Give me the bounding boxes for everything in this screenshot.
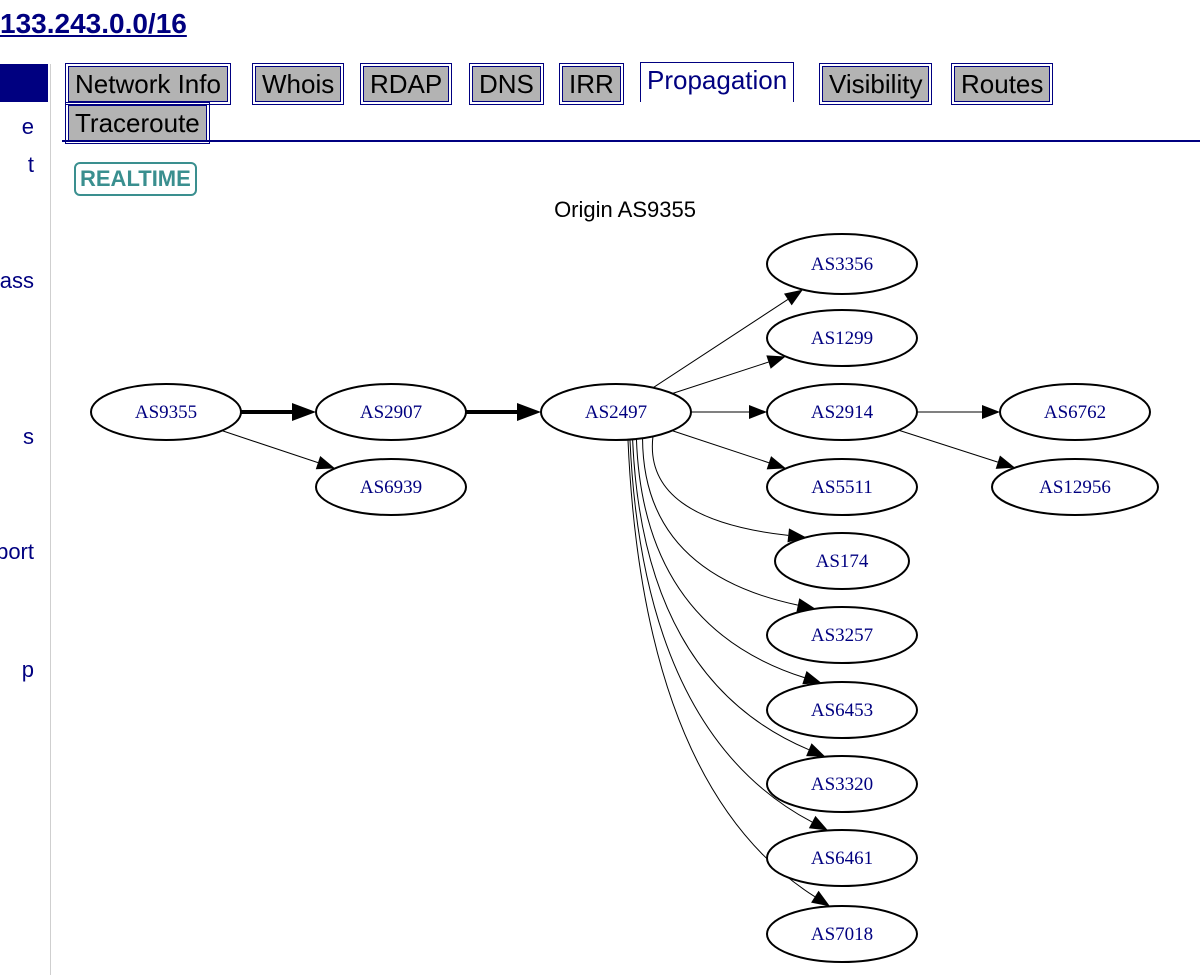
graph-edge: [651, 436, 789, 536]
graph-edge-arrowhead: [995, 455, 1015, 469]
graph-node-as12956[interactable]: AS12956: [991, 458, 1159, 516]
sidebar-item-fragment[interactable]: p: [21, 657, 34, 682]
sidebar: e t ass s port p: [0, 64, 51, 975]
graph-node-as6453[interactable]: AS6453: [766, 681, 918, 739]
graph-node-label: AS9355: [135, 402, 197, 423]
graph-edge-arrowhead: [982, 405, 1000, 419]
graph-node-label: AS12956: [1039, 477, 1111, 498]
prefix-title-link[interactable]: 133.243.0.0/16: [0, 8, 187, 39]
graph-node-shape: [766, 458, 918, 516]
graph-node-shape: [766, 233, 918, 295]
graph-node-as2907[interactable]: AS2907: [315, 383, 467, 441]
graph-node-as9355[interactable]: AS9355: [90, 383, 242, 441]
graph-node-as174[interactable]: AS174: [774, 532, 910, 590]
graph-node-as5511[interactable]: AS5511: [766, 458, 918, 516]
tab-bar: Network Info Whois RDAP DNS IRR Propagat…: [62, 62, 1200, 144]
graph-edge-arrowhead: [766, 456, 786, 470]
graph-node-label: AS3320: [811, 774, 873, 795]
graph-node-label: AS2914: [811, 402, 874, 423]
graph-node-shape: [315, 383, 467, 441]
graph-edges: [221, 289, 1015, 907]
graph-edge: [221, 430, 319, 464]
graph-node-shape: [766, 606, 918, 664]
graph-node-as1299[interactable]: AS1299: [766, 309, 918, 367]
graph-edge-arrowhead: [802, 670, 822, 685]
tab-routes[interactable]: Routes: [950, 63, 1054, 105]
graph-edge: [672, 361, 769, 395]
graph-node-as2497[interactable]: AS2497: [540, 383, 692, 441]
graph-edge-arrowhead: [315, 456, 336, 470]
graph-node-label: AS1299: [811, 328, 873, 349]
graph-node-as3320[interactable]: AS3320: [766, 755, 918, 813]
graph-node-shape: [90, 383, 242, 441]
graph-title: Origin AS9355: [554, 197, 696, 222]
tab-irr[interactable]: IRR: [559, 63, 624, 105]
graph-node-shape: [766, 829, 918, 887]
graph-node-as7018[interactable]: AS7018: [766, 905, 918, 963]
graph-edge: [632, 439, 810, 751]
graph-node-label: AS5511: [811, 477, 873, 498]
sidebar-item-fragment[interactable]: t: [27, 152, 34, 177]
graph-edge: [642, 438, 798, 606]
graph-edge-arrowhead: [787, 528, 807, 543]
tab-network-info[interactable]: Network Info: [65, 63, 231, 105]
graph-node-label: AS2907: [360, 402, 422, 423]
tab-visibility[interactable]: Visibility: [818, 63, 933, 105]
graph-edge-arrowhead: [517, 403, 541, 421]
graph-node-shape: [766, 383, 918, 441]
graph-edge-arrowhead: [811, 890, 831, 907]
graph-node-shape: [315, 458, 467, 516]
tab-dns[interactable]: DNS: [469, 63, 544, 105]
graph-node-as2914[interactable]: AS2914: [766, 383, 918, 441]
graph-node-label: AS6453: [811, 700, 873, 721]
realtime-button[interactable]: REALTIME: [74, 162, 197, 196]
graph-node-label: AS2497: [585, 402, 647, 423]
graph-node-shape: [766, 755, 918, 813]
graph-node-shape: [540, 383, 692, 441]
graph-edge-arrowhead: [292, 403, 316, 421]
tab-propagation[interactable]: Propagation: [640, 62, 795, 102]
graph-edge: [629, 439, 813, 823]
graph-node-as6461[interactable]: AS6461: [766, 829, 918, 887]
sidebar-item-fragment[interactable]: ass: [0, 268, 34, 293]
graph-node-as3356[interactable]: AS3356: [766, 233, 918, 295]
graph-node-as6939[interactable]: AS6939: [315, 458, 467, 516]
graph-edge-arrowhead: [749, 405, 767, 419]
tab-rdap[interactable]: RDAP: [359, 63, 453, 105]
sidebar-item-fragment[interactable]: port: [0, 539, 34, 564]
graph-node-label: AS6461: [811, 848, 873, 869]
tab-bar-rule: [62, 140, 1200, 142]
graph-node-label: AS6762: [1044, 402, 1106, 423]
graph-node-label: AS3257: [811, 625, 873, 646]
graph-edge: [635, 438, 805, 679]
graph-edge-arrowhead: [808, 815, 829, 831]
graph-node-shape: [766, 905, 918, 963]
graph-node-as3257[interactable]: AS3257: [766, 606, 918, 664]
tab-whois[interactable]: Whois: [251, 63, 345, 105]
graph-node-label: AS174: [816, 551, 869, 572]
graph-node-shape: [766, 681, 918, 739]
graph-edge-arrowhead: [806, 743, 826, 757]
sidebar-item-fragment[interactable]: s: [23, 424, 34, 449]
graph-node-label: AS3356: [811, 254, 873, 275]
graph-node-as6762[interactable]: AS6762: [999, 383, 1151, 441]
sidebar-active-header[interactable]: [0, 64, 48, 102]
graph-node-shape: [766, 309, 918, 367]
graph-edge: [652, 299, 789, 389]
graph-node-shape: [999, 383, 1151, 441]
graph-edge: [898, 429, 998, 463]
tab-traceroute[interactable]: Traceroute: [65, 102, 210, 144]
sidebar-item-fragment[interactable]: e: [21, 114, 34, 139]
graph-node-label: AS7018: [811, 924, 873, 945]
graph-edge-arrowhead: [766, 355, 786, 369]
graph-edge-arrowhead: [784, 289, 803, 306]
graph-node-label: AS6939: [360, 477, 422, 498]
graph-node-shape: [774, 532, 910, 590]
graph-edge: [671, 430, 770, 464]
graph-node-shape: [991, 458, 1159, 516]
